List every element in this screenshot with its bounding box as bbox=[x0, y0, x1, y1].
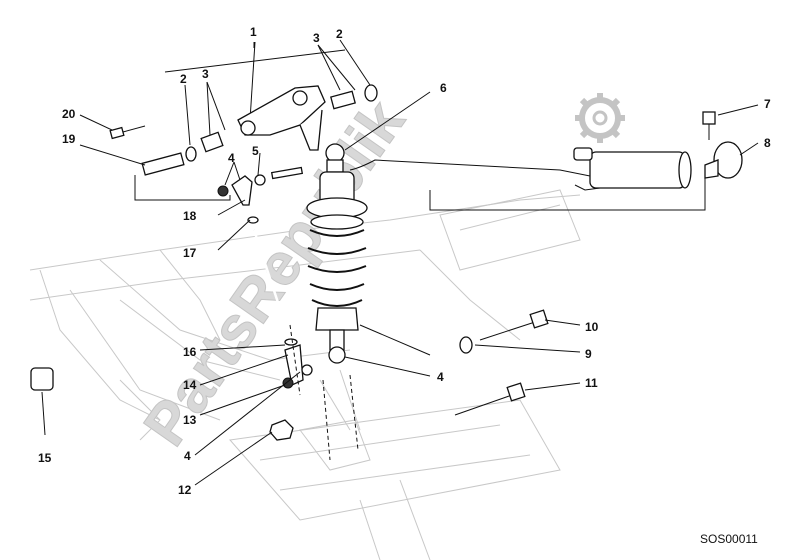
guide-lines bbox=[289, 324, 359, 461]
bolt-7 bbox=[702, 111, 716, 140]
rod-upper-end bbox=[217, 166, 304, 224]
callout-10: 10 bbox=[585, 320, 599, 334]
callout-20: 20 bbox=[62, 107, 76, 121]
callout-13: 13 bbox=[183, 413, 197, 427]
callout-7: 7 bbox=[764, 97, 771, 111]
clamp bbox=[704, 141, 743, 179]
callout-3-left: 3 bbox=[202, 67, 209, 81]
assembly-bracket bbox=[164, 49, 346, 73]
callout-8: 8 bbox=[764, 136, 771, 150]
callout-18: 18 bbox=[183, 209, 197, 223]
washer-9 bbox=[459, 336, 473, 354]
nut-12 bbox=[269, 419, 294, 441]
leader-lines bbox=[41, 39, 759, 486]
callout-4-lower-left: 4 bbox=[184, 449, 191, 463]
callout-11: 11 bbox=[585, 376, 598, 390]
callout-9: 9 bbox=[585, 347, 592, 361]
callout-17: 17 bbox=[183, 246, 197, 260]
bushing-15 bbox=[30, 367, 54, 391]
callout-2-right: 2 bbox=[336, 27, 343, 41]
callout-15: 15 bbox=[38, 451, 52, 465]
callout-2-left: 2 bbox=[180, 72, 187, 86]
drawing-code: SOS00011 bbox=[700, 532, 758, 546]
callout-19: 19 bbox=[62, 132, 76, 146]
frame-background bbox=[29, 189, 581, 560]
callout-6: 6 bbox=[440, 81, 447, 95]
bushings-washers bbox=[185, 84, 378, 162]
tie-rod bbox=[252, 229, 313, 389]
callout-1: 1 bbox=[250, 25, 257, 39]
callout-4-upper: 4 bbox=[228, 151, 235, 165]
bolt-20 bbox=[109, 125, 146, 140]
callout-3-right: 3 bbox=[313, 31, 320, 45]
reservoir bbox=[573, 147, 692, 191]
gear-icon bbox=[575, 93, 625, 143]
callout-14: 14 bbox=[183, 378, 197, 392]
spacer-19 bbox=[141, 152, 185, 176]
watermark-text: PartsRepublik bbox=[131, 88, 418, 457]
rocker-arm bbox=[237, 85, 326, 151]
bolt-10 bbox=[479, 309, 549, 341]
callout-16: 16 bbox=[183, 345, 197, 359]
callout-5: 5 bbox=[252, 144, 259, 158]
shock-absorber bbox=[306, 143, 591, 364]
callout-12: 12 bbox=[178, 483, 192, 497]
callout-4-lower-right: 4 bbox=[437, 370, 444, 384]
callout-labels: 1 2 2 3 3 4 4 4 5 6 7 8 9 10 11 12 13 14… bbox=[38, 25, 771, 497]
bolt-11 bbox=[454, 382, 526, 416]
